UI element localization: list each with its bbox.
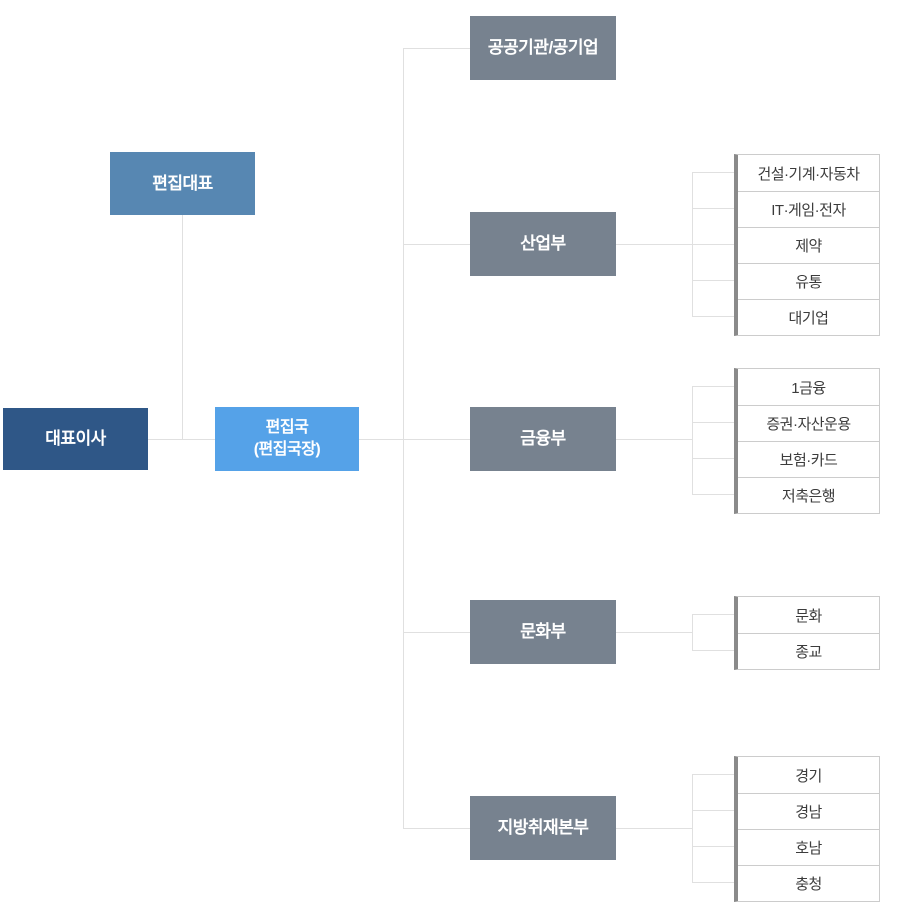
connector-stub [692, 244, 734, 245]
connector-branch-culture [403, 632, 470, 633]
sublist-finance: 1금융 증권·자산운용 보험·카드 저축은행 [734, 368, 880, 514]
sublist-item-pharma: 제약 [738, 227, 879, 263]
connector-branch-regional [403, 828, 470, 829]
sublist-item-religion: 종교 [738, 633, 879, 669]
node-dept-regional: 지방취재본부 [470, 796, 616, 860]
sublist-item-gyeonggi: 경기 [795, 767, 822, 785]
connector-finance-bracket [692, 386, 693, 495]
sublist-item-distribution: 유통 [738, 263, 879, 299]
node-ceo: 대표이사 [3, 408, 148, 470]
sublist-item-chungcheong: 충청 [738, 865, 879, 901]
connector-branch-finance [359, 439, 470, 440]
sublist-item-gyeongnam: 경남 [738, 793, 879, 829]
sublist-item-it-game-electronics: IT·게임·전자 [738, 191, 879, 227]
sublist-item-first-tier-finance: 1금융 [791, 379, 826, 397]
connector-stub [692, 280, 734, 281]
sublist-item-savings-banks: 저축은행 [738, 477, 879, 513]
sublist-regional: 경기 경남 호남 충청 [734, 756, 880, 902]
connector-stub [692, 810, 734, 811]
sublist-item-construction-machinery-auto: 건설·기계·자동차 [757, 165, 860, 183]
sublist-industry: 건설·기계·자동차 IT·게임·전자 제약 유통 대기업 [734, 154, 880, 336]
connector-stub [692, 316, 734, 317]
connector-regional-bracket [692, 774, 693, 883]
connector-ceo-bureau [148, 439, 215, 440]
connector-industry-main [616, 244, 692, 245]
sublist-item-culture: 문화 [795, 607, 822, 625]
connector-stub [692, 208, 734, 209]
node-editorial-rep: 편집대표 [110, 152, 255, 215]
connector-culture-bracket [692, 614, 693, 651]
sublist-item-honam: 호남 [738, 829, 879, 865]
connector-culture-main [616, 632, 692, 633]
node-editorial-bureau: 편집국 (편집국장) [215, 407, 359, 471]
connector-stub [692, 882, 734, 883]
connector-stub [692, 650, 734, 651]
connector-branch-industry [403, 244, 470, 245]
sublist-item-conglomerates: 대기업 [738, 299, 879, 335]
connector-stub [692, 458, 734, 459]
node-dept-industry: 산업부 [470, 212, 616, 276]
connector-trunk-vertical [403, 48, 404, 828]
connector-regional-main [616, 828, 692, 829]
connector-stub [692, 614, 734, 615]
node-dept-culture: 문화부 [470, 600, 616, 664]
connector-stub [692, 494, 734, 495]
sublist-item-securities-asset-mgmt: 증권·자산운용 [738, 405, 879, 441]
sublist-item-insurance-cards: 보험·카드 [738, 441, 879, 477]
node-dept-public-institutions: 공공기관/공기업 [470, 16, 616, 80]
connector-branch-public [403, 48, 470, 49]
connector-stub [692, 846, 734, 847]
connector-editorial-rep-drop [182, 215, 183, 439]
connector-finance-main [616, 439, 692, 440]
connector-stub [692, 422, 734, 423]
connector-stub [692, 774, 734, 775]
connector-stub [692, 172, 734, 173]
connector-stub [692, 386, 734, 387]
node-dept-finance: 금융부 [470, 407, 616, 471]
sublist-culture: 문화 종교 [734, 596, 880, 670]
